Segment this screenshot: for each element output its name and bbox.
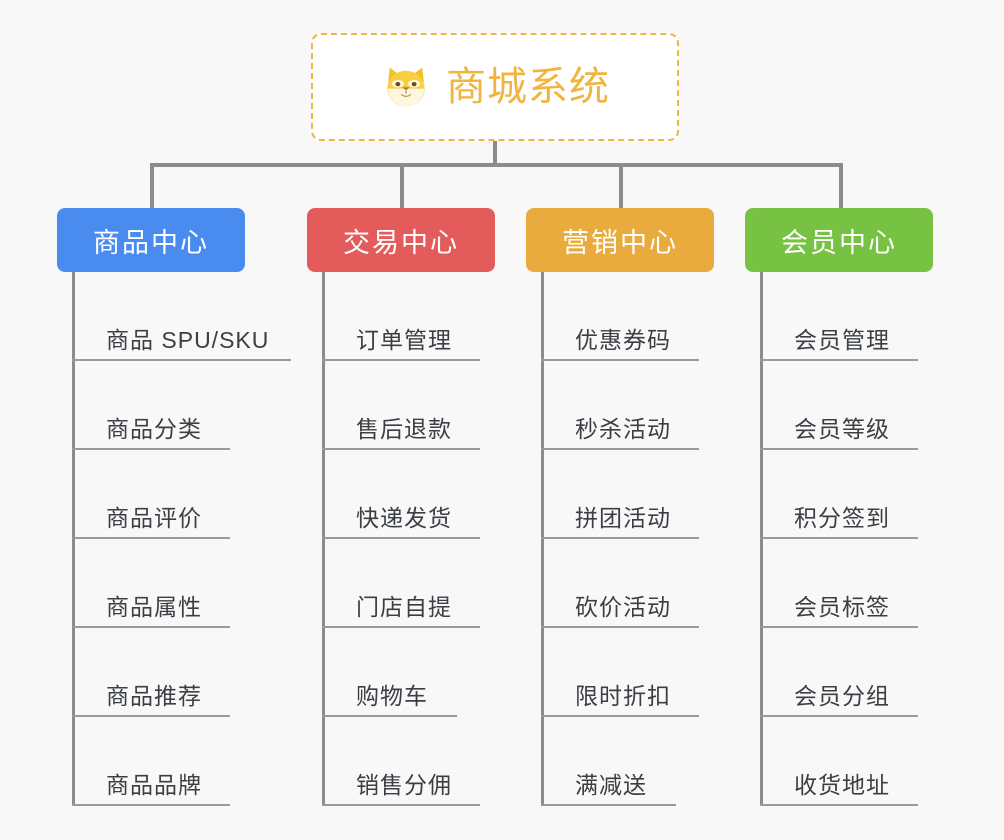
leaf-underline: [541, 448, 699, 450]
leaf-label: 商品推荐: [106, 683, 202, 709]
leaf-label: 售后退款: [356, 416, 452, 442]
category-header-marketing-center[interactable]: 营销中心: [526, 208, 714, 272]
leaf-underline: [541, 715, 699, 717]
category-label: 会员中心: [781, 227, 897, 258]
leaf-label: 订单管理: [356, 327, 452, 353]
column-spine: [541, 272, 544, 806]
leaf-label: 限时折扣: [575, 683, 671, 709]
leaf-underline: [322, 626, 480, 628]
connector-horizontal-bus: [150, 163, 843, 167]
root-node-mall-system[interactable]: 商城系统: [311, 33, 679, 141]
leaf-underline: [541, 537, 699, 539]
leaf-underline: [541, 626, 699, 628]
category-label: 交易中心: [343, 227, 459, 258]
leaf-label: 会员等级: [794, 416, 890, 442]
leaf-label: 会员管理: [794, 327, 890, 353]
root-title: 商城系统: [446, 65, 610, 109]
leaf-label: 购物车: [356, 683, 428, 709]
leaf-label: 门店自提: [356, 594, 452, 620]
leaf-underline: [322, 804, 480, 806]
leaf-underline: [760, 359, 918, 361]
connector-drop-member-center: [839, 163, 843, 208]
leaf-underline: [72, 448, 230, 450]
connector-drop-marketing-center: [619, 163, 623, 208]
leaf-underline: [322, 448, 480, 450]
category-header-trade-center[interactable]: 交易中心: [307, 208, 495, 272]
leaf-label: 优惠券码: [575, 327, 671, 353]
category-header-product-center[interactable]: 商品中心: [57, 208, 245, 272]
category-label: 营销中心: [562, 227, 678, 258]
leaf-label: 商品分类: [106, 416, 202, 442]
leaf-underline: [72, 715, 230, 717]
column-member-center: 会员中心 会员管理 会员等级 积分签到 会员标签 会员分组: [745, 208, 933, 806]
connector-drop-product-center: [150, 163, 154, 208]
shiba-dog-face-icon: [380, 61, 432, 113]
column-spine: [760, 272, 763, 806]
leaf-underline: [541, 359, 699, 361]
leaf-label: 销售分佣: [356, 772, 452, 798]
column-marketing-center: 营销中心 优惠券码 秒杀活动 拼团活动 砍价活动 限时折扣: [526, 208, 714, 806]
leaf-underline: [760, 626, 918, 628]
leaf-underline: [760, 448, 918, 450]
category-header-member-center[interactable]: 会员中心: [745, 208, 933, 272]
leaf-label: 拼团活动: [575, 505, 671, 531]
leaf-label: 商品属性: [106, 594, 202, 620]
column-spine: [72, 272, 75, 806]
leaf-label: 砍价活动: [575, 594, 671, 620]
leaf-label: 商品 SPU/SKU: [106, 327, 270, 353]
connector-drop-trade-center: [400, 163, 404, 208]
leaf-label: 商品评价: [106, 505, 202, 531]
leaf-underline: [72, 804, 230, 806]
leaf-label: 快递发货: [356, 505, 452, 531]
leaf-underline: [322, 715, 457, 717]
connector-root-stem: [493, 141, 497, 167]
leaf-label: 会员标签: [794, 594, 890, 620]
leaf-label: 会员分组: [794, 683, 890, 709]
leaf-underline: [72, 359, 291, 361]
leaf-underline: [760, 537, 918, 539]
column-product-center: 商品中心 商品 SPU/SKU 商品分类 商品评价 商品属性 商品推荐: [57, 208, 291, 806]
category-label: 商品中心: [93, 227, 209, 258]
leaf-label: 积分签到: [794, 505, 890, 531]
leaf-underline: [760, 804, 918, 806]
leaf-label: 商品品牌: [106, 772, 202, 798]
leaf-label: 收货地址: [794, 772, 890, 798]
leaf-underline: [72, 537, 230, 539]
column-trade-center: 交易中心 订单管理 售后退款 快递发货 门店自提 购物车: [307, 208, 495, 806]
column-spine: [322, 272, 325, 806]
leaf-underline: [322, 359, 480, 361]
leaf-label: 秒杀活动: [575, 416, 671, 442]
leaf-underline: [322, 537, 480, 539]
leaf-underline: [541, 804, 676, 806]
leaf-underline: [760, 715, 918, 717]
leaf-underline: [72, 626, 230, 628]
leaf-label: 满减送: [575, 772, 647, 798]
